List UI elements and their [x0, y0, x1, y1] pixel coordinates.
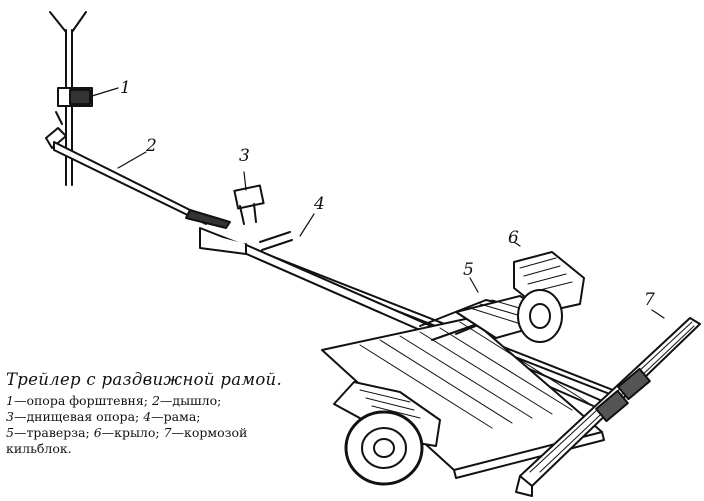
legend-line-4: кильблок. — [6, 441, 72, 456]
caption-title: Трейлер с раздвижной рамой. — [6, 370, 283, 389]
figure-caption: Трейлер с раздвижной рамой. 1—опора форш… — [6, 370, 326, 457]
legend-line-2: 3—днищевая опора; 4—рама; — [6, 409, 201, 424]
label-7: 7 — [644, 290, 655, 310]
legend-line-3: 5—траверза; 6—крыло; 7—кормозой — [6, 425, 248, 440]
legend-line-1: 1—опора форштевня; 2—дышло; — [6, 393, 222, 408]
keel-block — [515, 317, 701, 497]
fender-right — [513, 251, 585, 343]
bottom-support — [233, 184, 265, 225]
label-5: 5 — [463, 260, 474, 280]
label-2: 2 — [146, 136, 157, 156]
label-3: 3 — [239, 146, 250, 166]
label-6: 6 — [508, 228, 519, 248]
leader-lines — [91, 87, 665, 319]
drawbar — [45, 127, 231, 229]
fender-left — [333, 381, 441, 486]
label-1: 1 — [120, 78, 131, 98]
label-4: 4 — [314, 194, 325, 214]
